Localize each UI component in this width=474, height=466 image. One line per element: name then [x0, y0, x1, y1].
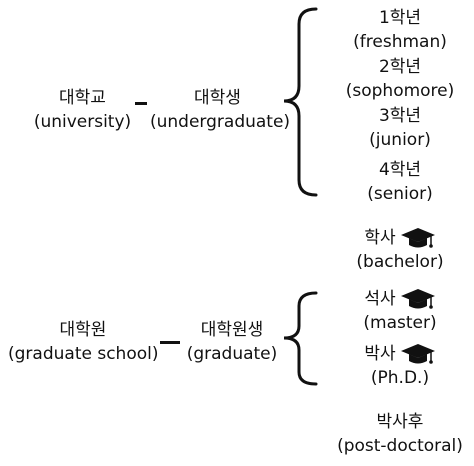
- connector-dash-bottom: [160, 341, 180, 344]
- year-2-english: (sophomore): [345, 81, 455, 101]
- year-1-english: (freshman): [353, 32, 447, 52]
- connector-dash-top: [135, 102, 147, 105]
- bachelor-label: 학사 (bachelor): [330, 226, 470, 274]
- master-korean: 석사: [364, 289, 396, 309]
- graduate-school-english: (graduate school): [8, 344, 159, 364]
- undergraduate-label: 대학생 (undergraduate): [150, 86, 291, 134]
- year-1-korean: 1학년: [378, 8, 422, 28]
- phd-label: 박사 (Ph.D.): [330, 342, 470, 390]
- postdoc-english: (post-doctoral): [337, 436, 463, 456]
- year-2-label: 2학년 (sophomore): [330, 55, 470, 103]
- year-4-label: 4학년 (senior): [330, 158, 470, 206]
- phd-english: (Ph.D.): [370, 368, 430, 388]
- graduate-label: 대학원생 (graduate): [182, 318, 282, 366]
- year-4-english: (senior): [367, 184, 433, 204]
- graduate-english: (graduate): [186, 344, 278, 364]
- postdoc-korean: 박사후: [376, 412, 424, 432]
- graduation-cap-icon: [400, 228, 435, 248]
- year-4-korean: 4학년: [378, 160, 422, 180]
- undergraduate-english: (undergraduate): [150, 112, 291, 132]
- master-label: 석사 (master): [330, 287, 470, 335]
- postdoc-label: 박사후 (post-doctoral): [330, 410, 470, 458]
- university-label: 대학교 (university): [30, 86, 135, 134]
- year-3-label: 3학년 (junior): [330, 104, 470, 152]
- undergraduate-korean: 대학생: [194, 88, 241, 108]
- university-english: (university): [33, 112, 132, 132]
- year-3-korean: 3학년: [378, 106, 422, 126]
- graduate-korean: 대학원생: [200, 320, 264, 340]
- university-korean: 대학교: [59, 88, 106, 108]
- master-english: (master): [363, 313, 437, 333]
- phd-korean: 박사: [364, 344, 396, 364]
- graduate-school-korean: 대학원: [59, 320, 107, 340]
- graduate-school-label: 대학원 (graduate school): [8, 318, 158, 366]
- bachelor-english: (bachelor): [356, 252, 444, 272]
- year-3-english: (junior): [369, 130, 431, 150]
- year-2-korean: 2학년: [378, 57, 422, 77]
- bachelor-korean: 학사: [364, 228, 396, 248]
- graduation-cap-icon: [400, 344, 435, 364]
- year-1-label: 1학년 (freshman): [330, 6, 470, 54]
- graduation-cap-icon: [400, 289, 435, 309]
